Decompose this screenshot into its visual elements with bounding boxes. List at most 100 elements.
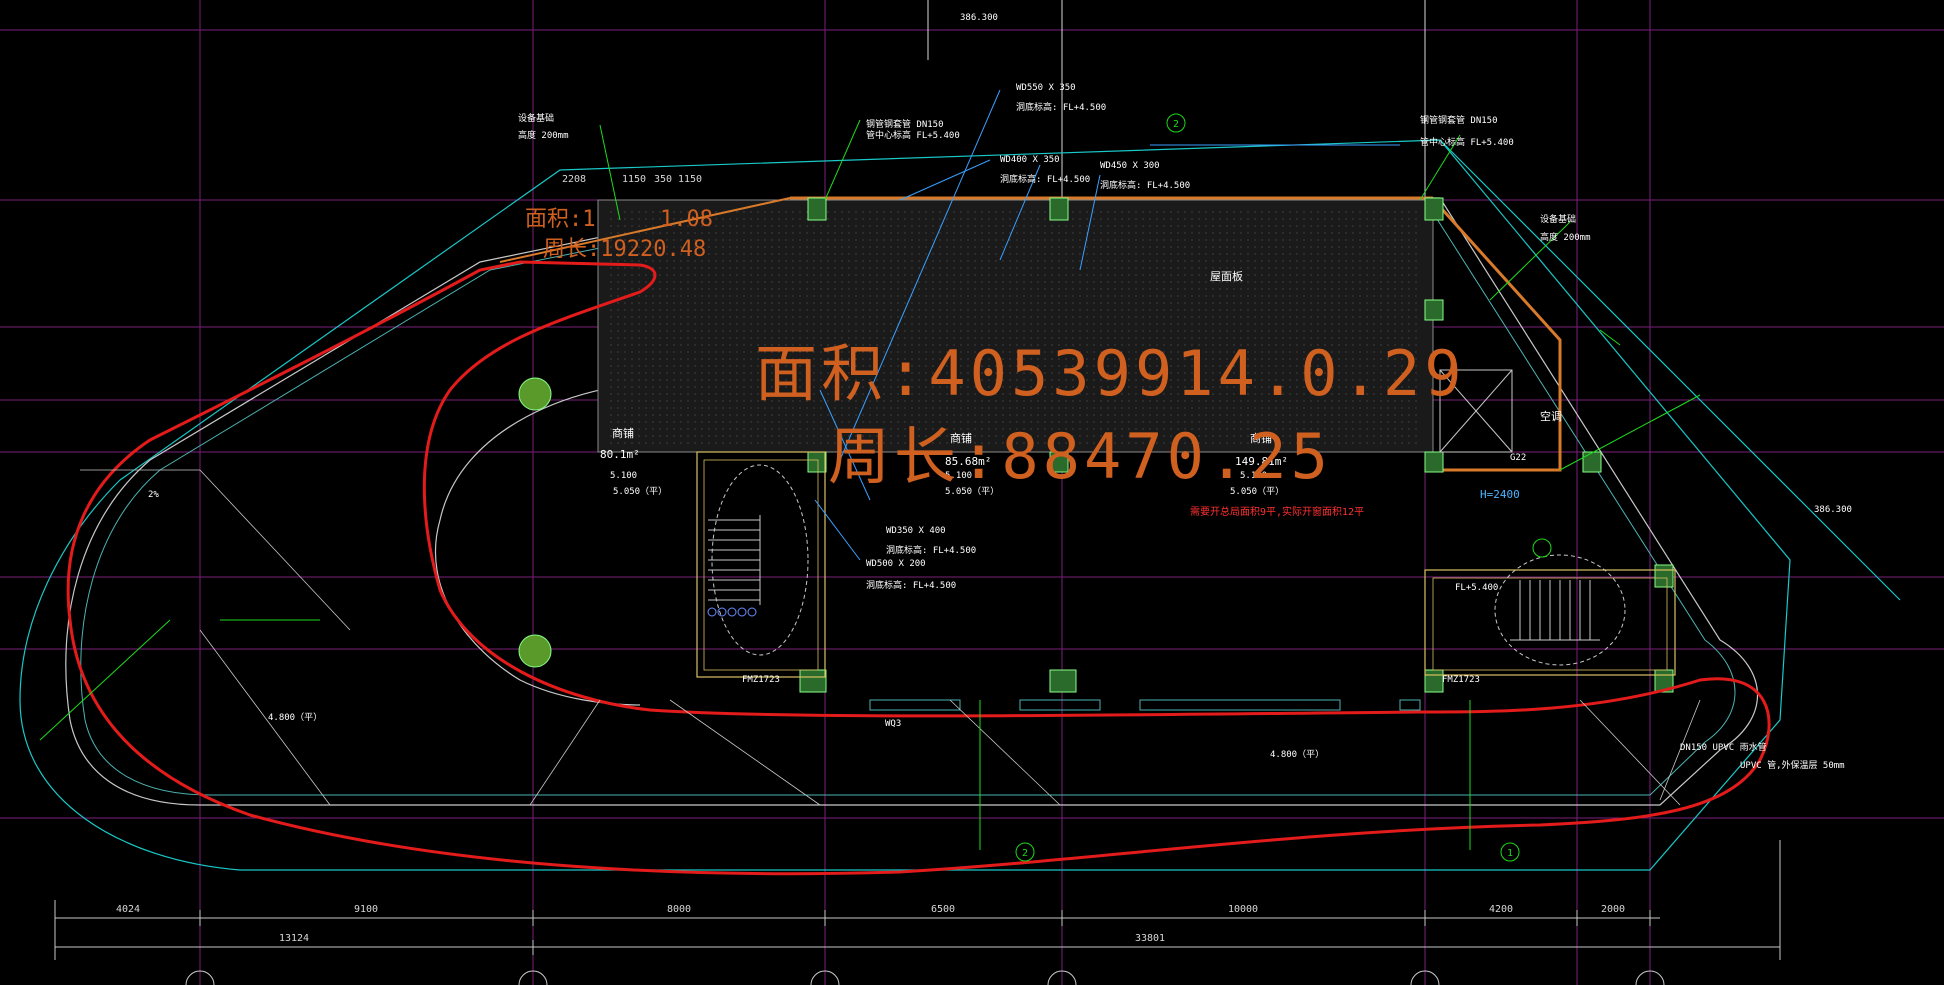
stair-core-right (1424, 569, 1676, 676)
pipe-right-elev: 管中心标高 FL+5.400 (1420, 136, 1514, 148)
hole1-label: WD550 X 350 (1016, 83, 1076, 93)
shop3-area: 149.81m² (1235, 455, 1288, 468)
g22-label: G22 (1510, 453, 1526, 463)
hatch-dots (610, 210, 1420, 445)
dim-total-left: 13124 (279, 933, 309, 944)
dim-bottom-6: 4200 (1489, 904, 1513, 915)
elevator-shaft (1439, 369, 1513, 453)
elev-e1: 5.100 (610, 471, 637, 481)
stair-core-left (696, 451, 826, 678)
dim-texts: 4024 9100 8000 6500 10000 4200 2000 1312… (116, 174, 1625, 944)
dim-bottom-5: 10000 (1228, 904, 1258, 915)
shop1-label: 商铺 (612, 426, 634, 440)
leader-lines (814, 89, 1400, 561)
area-small-value: 1.08 (660, 207, 713, 232)
area-overlay-big: 面积:40539914.0.29 周长:88470.25 (755, 337, 1466, 493)
shop3-label: 商铺 (1250, 431, 1272, 445)
columns (799, 197, 1674, 693)
annotation-texts: 设备基础 高度 200mm 钢管钢套管 DN150 管中心标高 FL+5.400… (148, 13, 1852, 771)
elev-e3: 5.100 (1240, 471, 1267, 481)
pipe-right-label: 钢管钢套管 DN150 (1420, 114, 1498, 126)
hole3-label: WD450 X 300 (1100, 161, 1160, 171)
wq-label: WQ3 (885, 719, 901, 729)
stair-core-left-inner (703, 459, 819, 671)
parapet-wall-left (499, 197, 791, 263)
leader-lines-green (39, 119, 1701, 850)
hole3-elev: 洞底标高: FL+4.500 (1100, 179, 1190, 191)
equip-base-label: 设备基础 (518, 112, 554, 124)
hatch-label: 屋面板 (1210, 269, 1243, 283)
dim-lines-bottom (54, 840, 1781, 960)
shop1-area: 80.1m² (600, 448, 640, 461)
slope-diagonals (80, 469, 1701, 806)
perimeter-big: 周长:88470.25 (828, 420, 1332, 493)
equip-thickness-label: 高度 200mm (518, 129, 569, 141)
axis-numbers: 2 2 1 (1022, 119, 1513, 859)
elev-e1b: 5.050（平） (613, 486, 667, 497)
pipe-left-label: 钢管钢套管 DN150 (866, 118, 944, 130)
shop2-area: 85.68m² (945, 455, 991, 468)
area-small-label: 面积:1 (525, 207, 596, 232)
hole2-label: WD400 X 350 (1000, 155, 1060, 165)
area-big: 面积:40539914.0.29 (755, 337, 1466, 410)
pipe-left-elev: 管中心标高 FL+5.400 (866, 129, 960, 141)
stair-core-right-inner (1432, 577, 1668, 671)
stair-balusters-left (707, 607, 757, 617)
dim-top-1: 2208 (562, 174, 586, 185)
dim-bottom-1: 4024 (116, 904, 140, 915)
dim-total: 33801 (1135, 933, 1165, 944)
drain-label: DN150 UPVC 雨水管 (1680, 741, 1767, 753)
elev-e3b: 5.050（平） (1230, 486, 1284, 497)
inner-curved-wall (434, 379, 691, 706)
hole5-label: WD500 X 200 (866, 559, 926, 569)
section-markers (1015, 113, 1552, 862)
dim-bottom-4: 6500 (931, 904, 955, 915)
red-requirement-note: 需要开总局面积9平,实际开窗面积12平 (1190, 505, 1364, 518)
elev-e5: 4.800（平） (1270, 749, 1324, 760)
dim-bottom-3: 8000 (667, 904, 691, 915)
stair-treads-left (708, 515, 761, 605)
stair-treads-right (1510, 580, 1600, 641)
upvc-label: UPVC 管,外保温层 50mm (1740, 759, 1845, 771)
hole5-elev: 洞底标高: FL+4.500 (866, 579, 956, 591)
outer-offset-right (1439, 139, 1901, 601)
roof-outline (65, 197, 1758, 806)
stair-swing-left (711, 464, 809, 656)
equip-thickness-right: 高度 200mm (1540, 231, 1591, 243)
aircon-label: 空调 (1540, 409, 1562, 423)
elev-e2: 5.100 (945, 471, 972, 481)
round-vent-1 (518, 377, 552, 411)
axis-marker-b: 1 (1507, 848, 1513, 859)
elev-e4: 4.800（平） (268, 712, 322, 723)
dim-top-3: 350 (654, 174, 672, 185)
bottom-windows (869, 699, 1421, 711)
hole4-label: WD350 X 400 (886, 526, 946, 536)
dim-top-2: 1150 (622, 174, 646, 185)
room-labels: 商铺 80.1m² 商铺 85.68m² 商铺 149.81m² 空调 屋面板 … (600, 269, 1562, 501)
top-elevation: 386.300 (960, 13, 998, 23)
dim-bottom-7: 2000 (1601, 904, 1625, 915)
axis-top-2: 2 (1173, 119, 1179, 130)
shop2-label: 商铺 (950, 431, 972, 445)
stair-swing-right (1494, 554, 1626, 666)
elev-e2b: 5.050（平） (945, 486, 999, 497)
elev-e6: FL+5.400 (1455, 583, 1498, 593)
round-vent-2 (518, 634, 552, 668)
hole1-elev: 洞底标高: FL+4.500 (1016, 101, 1106, 113)
hole2-elev: 洞底标高: FL+4.500 (1000, 173, 1090, 185)
perimeter-small: 周长:19220.48 (543, 237, 706, 262)
equip-base-right: 设备基础 (1540, 213, 1576, 225)
parapet-wall (790, 196, 1562, 472)
roof-inner-outline (80, 207, 1736, 796)
axis-bubbles-bottom (185, 970, 1665, 985)
axis-marker-a: 2 (1022, 848, 1028, 859)
outer-offset-outline (19, 139, 1791, 871)
hole4-elev: 洞底标高: FL+4.500 (886, 544, 976, 556)
slope-label: 2% (148, 490, 159, 500)
lift-height: H=2400 (1480, 488, 1520, 501)
fm1-label: FMZ1723 (742, 675, 780, 685)
area-overlay-small: 面积:1 1.08 周长:19220.48 (525, 207, 713, 262)
red-boundary-line (66, 260, 1771, 876)
